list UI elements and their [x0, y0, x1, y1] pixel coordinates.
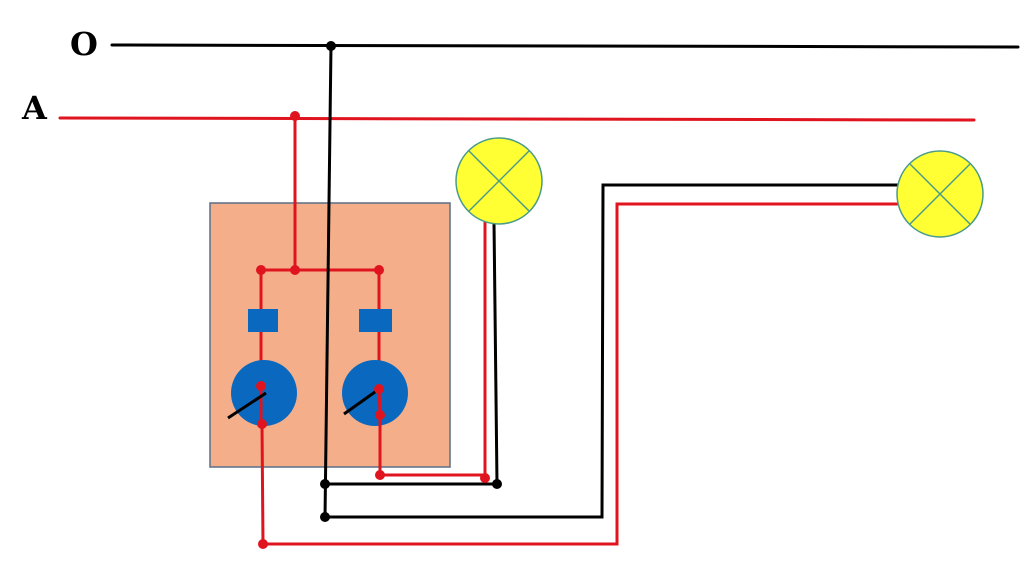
lamp-icon [455, 137, 543, 225]
junction-dot [256, 265, 266, 275]
lamp1-phase-wire [378, 222, 487, 477]
junction-dot [290, 265, 300, 275]
lamp2-phase-wire [260, 202, 900, 546]
junction-dot [326, 41, 336, 51]
junction-dot [374, 265, 384, 275]
lamp-icon [896, 150, 984, 238]
lamp2-neutral-wire [325, 183, 900, 519]
phase-rail-label: A [21, 89, 48, 127]
junction-dot [258, 539, 268, 549]
junction-dot [492, 479, 502, 489]
switch-panel [209, 202, 451, 468]
junction-dot [480, 473, 490, 483]
junction-dot [320, 479, 330, 489]
junction-dot [290, 111, 300, 121]
fuse-icon [359, 309, 392, 332]
junction-dot [320, 512, 330, 522]
neutral-rail [110, 43, 1020, 49]
rotary-switch-icon[interactable] [227, 360, 297, 429]
phase-rail [58, 116, 976, 122]
neutral-drop-wire [323, 44, 333, 519]
fuse-icon [248, 309, 278, 332]
neutral-rail-label: O [70, 25, 98, 63]
junction-dot [375, 470, 385, 480]
rotary-switch-icon[interactable] [342, 360, 408, 426]
